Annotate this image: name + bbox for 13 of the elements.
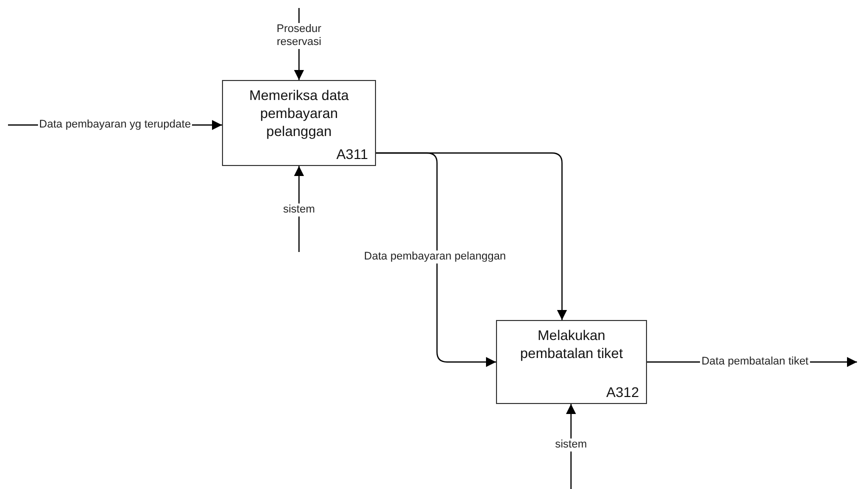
- activity-number: A312: [606, 384, 639, 401]
- edge-label: Data pembayaran pelanggan: [363, 250, 507, 264]
- activity-number: A311: [336, 146, 368, 163]
- arrow: [566, 404, 576, 489]
- process-title: Memeriksa data pembayaran pelanggan: [248, 86, 350, 140]
- process-box: [496, 320, 647, 404]
- edge-label: Data pembayaran yg terupdate: [38, 118, 192, 132]
- process-title: Melakukan pembatalan tiket: [519, 326, 624, 362]
- edge-label: sistem: [554, 438, 588, 452]
- process-box: [222, 80, 376, 166]
- edge-label: Data pembatalan tiket: [700, 356, 810, 368]
- edge-label: sistem: [282, 204, 316, 216]
- arrow: [376, 152, 567, 320]
